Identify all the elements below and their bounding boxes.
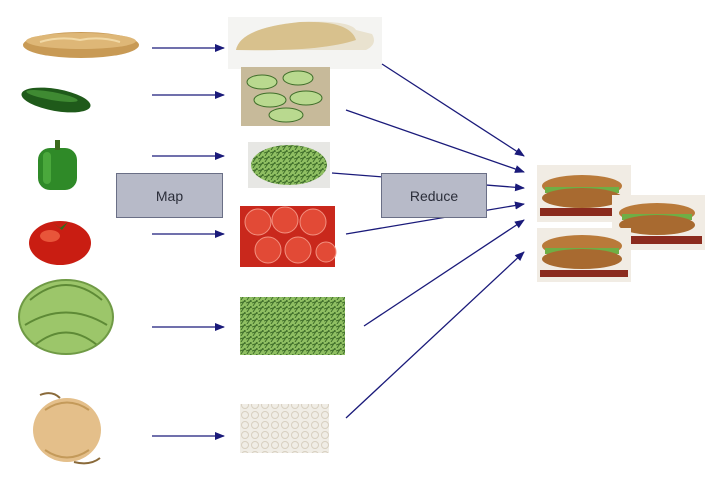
arrow-bread-reduce: [381, 63, 525, 157]
sliced-tomato-icon: [240, 206, 337, 267]
arrow-lettuce-reduce: [363, 219, 525, 327]
sandwich-2: [612, 195, 705, 250]
arrow-onion-reduce: [345, 251, 525, 419]
sliced-bread-icon: [228, 17, 382, 69]
bread-icon: [23, 32, 139, 58]
chopped-pepper-icon: [248, 142, 330, 188]
sandwiches-icon: [537, 165, 705, 282]
map-box: Map: [116, 173, 223, 218]
map-arrows: [152, 44, 225, 440]
arrow-cucumber-reduce: [345, 109, 525, 173]
map-label: Map: [155, 187, 184, 204]
sliced-onion-icon: [240, 404, 329, 453]
lettuce-icon: [18, 279, 114, 355]
cucumber-icon: [21, 87, 91, 113]
reduce-arrows: [331, 63, 525, 419]
arrow-tomato-reduce: [345, 201, 525, 235]
sliced-cucumber-icon: [241, 67, 330, 126]
reduce-box: Reduce: [381, 173, 487, 218]
chopped-lettuce-icon: [240, 297, 345, 355]
reduce-label: Reduce: [409, 187, 459, 204]
tomato-icon: [29, 221, 91, 265]
sandwich-3: [537, 228, 631, 282]
green-pepper-icon: [38, 140, 77, 190]
onion-icon: [33, 392, 101, 465]
